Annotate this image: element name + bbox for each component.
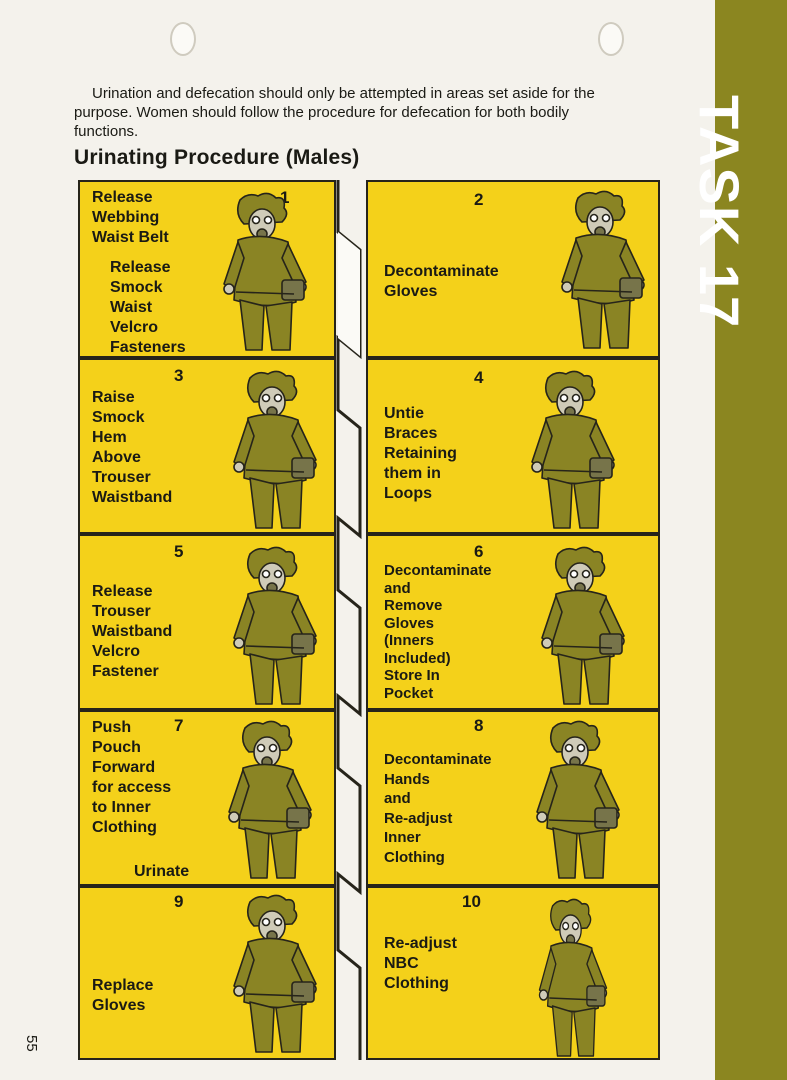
punch-hole-right (598, 22, 624, 56)
step-10-panel: 10 Re-adjust NBC Clothing (366, 886, 660, 1060)
step-7-text-2: Urinate (134, 863, 190, 880)
panel-connector-zigzag (336, 180, 362, 1060)
soldier-illustration-icon (233, 894, 317, 1053)
soldier-illustration-icon (541, 546, 625, 705)
task-sidebar (715, 0, 787, 1080)
step-6-number: 6 (474, 542, 484, 561)
soldier-illustration-icon (228, 720, 312, 879)
step-7-text: Push Pouch Forward for access to Inner C… (92, 719, 172, 836)
step-8-number: 8 (474, 716, 484, 735)
soldier-illustration-icon (223, 192, 307, 351)
soldier-illustration-icon (536, 720, 620, 879)
page-number: 55 (23, 1035, 40, 1052)
step-3-text: Raise Smock Hem Above Trouser Waistband (92, 389, 173, 506)
step-7-number: 7 (174, 716, 184, 735)
page-title: Urinating Procedure (Males) (74, 146, 360, 169)
step-9-panel: 9 Replace Gloves (78, 886, 336, 1060)
step-3-number: 3 (174, 366, 184, 385)
soldier-illustration-icon (531, 370, 615, 529)
step-1-number: 1 (280, 188, 290, 207)
step-1-text-2: Release Smock Waist Velcro Fasteners (110, 259, 186, 356)
step-8-text: Decontaminate Hands and Re-adjust Inner … (384, 751, 492, 866)
step-4-text: Untie Braces Retaining them in Loops (384, 405, 457, 502)
step-2-number: 2 (474, 190, 484, 209)
soldier-illustration-icon (561, 190, 645, 349)
step-9-text: Replace Gloves (92, 977, 154, 1014)
soldier-illustration-icon (538, 898, 608, 1057)
step-1-text: Release Webbing Waist Belt (92, 189, 169, 246)
step-8-panel: 8 Decontaminate Hands and Re-adjust Inne… (366, 710, 660, 886)
step-4-number: 4 (474, 368, 484, 387)
step-3-panel: 3 Raise Smock Hem Above Trouser Waistban… (78, 358, 336, 534)
task-label: TASK 17 (688, 95, 751, 329)
step-6-text: Decontaminate and Remove Gloves (Inners … (384, 562, 492, 702)
punch-hole-left (170, 22, 196, 56)
intro-paragraph: Urination and defecation should only be … (74, 85, 595, 140)
step-10-text: Re-adjust NBC Clothing (384, 935, 457, 992)
step-6-panel: 6 Decontaminate and Remove Gloves (Inner… (366, 534, 660, 710)
step-7-panel: Push Pouch Forward for access to Inner C… (78, 710, 336, 886)
soldier-illustration-icon (233, 370, 317, 529)
step-4-panel: 4 Untie Braces Retaining them in Loops (366, 358, 660, 534)
step-5-number: 5 (174, 542, 184, 561)
step-1-panel: Release Webbing Waist Belt Release Smock… (78, 180, 336, 358)
soldier-illustration-icon (233, 546, 317, 705)
step-10-number: 10 (462, 892, 481, 911)
step-2-text: Decontaminate Gloves (384, 263, 499, 300)
step-5-panel: 5 Release Trouser Waistband Velcro Faste… (78, 534, 336, 710)
step-9-number: 9 (174, 892, 184, 911)
step-5-text: Release Trouser Waistband Velcro Fastene… (92, 583, 173, 680)
step-2-panel: 2 Decontaminate Gloves (366, 180, 660, 358)
